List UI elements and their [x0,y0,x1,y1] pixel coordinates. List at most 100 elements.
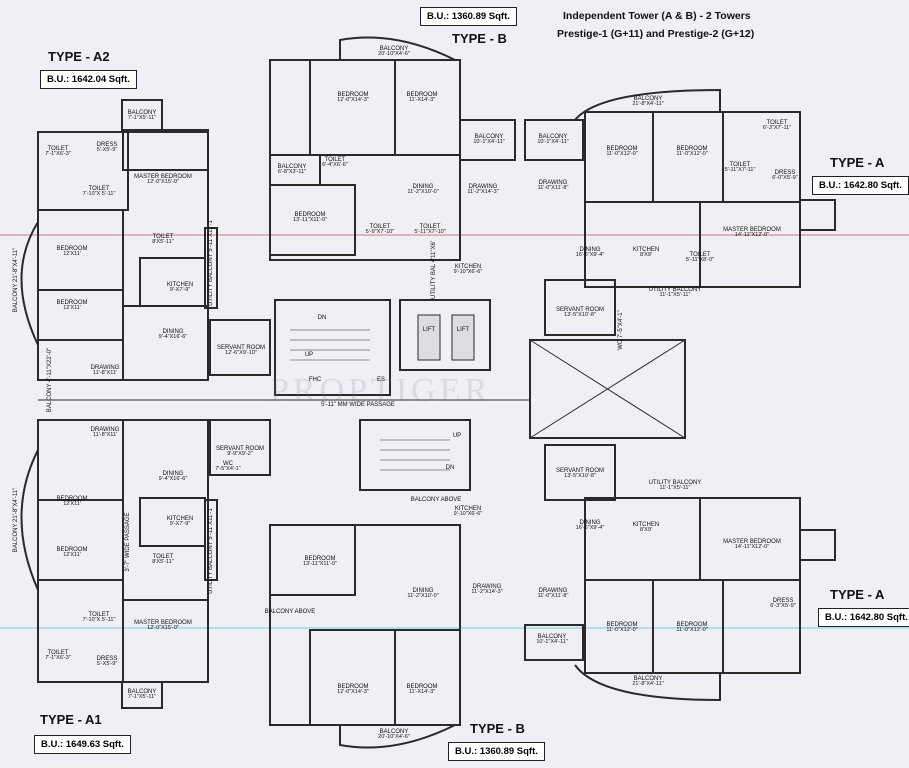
lift-lobby [399,299,491,371]
room-label: UTILITY BALCONY 5'-11"X11'-1" [207,218,214,306]
type-a-bottom-title: TYPE - A [830,587,885,602]
open-shaft [529,339,686,439]
room-label: BALCONY ABOVE [410,496,462,503]
watermark: PROPTIGER [270,372,492,409]
type-a-bottom-outline [584,497,801,674]
type-b-bottom-bu: B.U.: 1360.89 Sqft. [448,742,545,761]
type-a-top-title: TYPE - A [830,155,885,170]
type-a1-title: TYPE - A1 [40,712,102,727]
type-b-top-bu: B.U.: 1360.89 Sqft. [420,7,517,26]
type-a2-bu: B.U.: 1642.04 Sqft. [40,70,137,89]
room-label: LIFT [422,326,436,333]
room-label: FHC [308,376,322,383]
type-a2-title: TYPE - A2 [48,49,110,64]
room-label: BALCONY 4'-11"X22'-0" [46,347,53,413]
room-label: WC 7'-5"X4'-1" [617,310,624,350]
room-label: LIFT [456,326,470,333]
tower-title: Independent Tower (A & B) - 2 Towers [563,10,751,22]
room-label: UTILITY BALCONY 5'-11"X11'-1" [207,506,214,594]
lift-1 [417,314,441,361]
room-label: DN [445,464,455,471]
lift-2 [451,314,475,361]
room-label: BALCONY 21'-8"X4'-11" [12,247,19,313]
type-b-top-title: TYPE - B [452,31,507,46]
prestige-title: Prestige-1 (G+11) and Prestige-2 (G+12) [557,28,755,40]
type-a-bottom-bu: B.U.: 1642.80 Sqft. [818,608,909,627]
room-label: BALCONY 21'-8"X4'-11" [12,487,19,553]
type-a-top-bu: B.U.: 1642.80 Sqft. [812,176,909,195]
type-a1-bu: B.U.: 1649.63 Sqft. [34,735,131,754]
room-label: 5'-11" MM WIDE PASSAGE [321,401,395,408]
room-label: ES [376,376,386,383]
room-label: BALCONY ABOVE [264,608,316,615]
room-label: UP [452,432,462,439]
room-label: UP [304,351,314,358]
stair-core-top [274,299,391,396]
room-label: 3'-7" WIDE PASSAGE [124,512,131,572]
type-b-bottom-title: TYPE - B [470,721,525,736]
stair-core-bottom [359,419,471,491]
